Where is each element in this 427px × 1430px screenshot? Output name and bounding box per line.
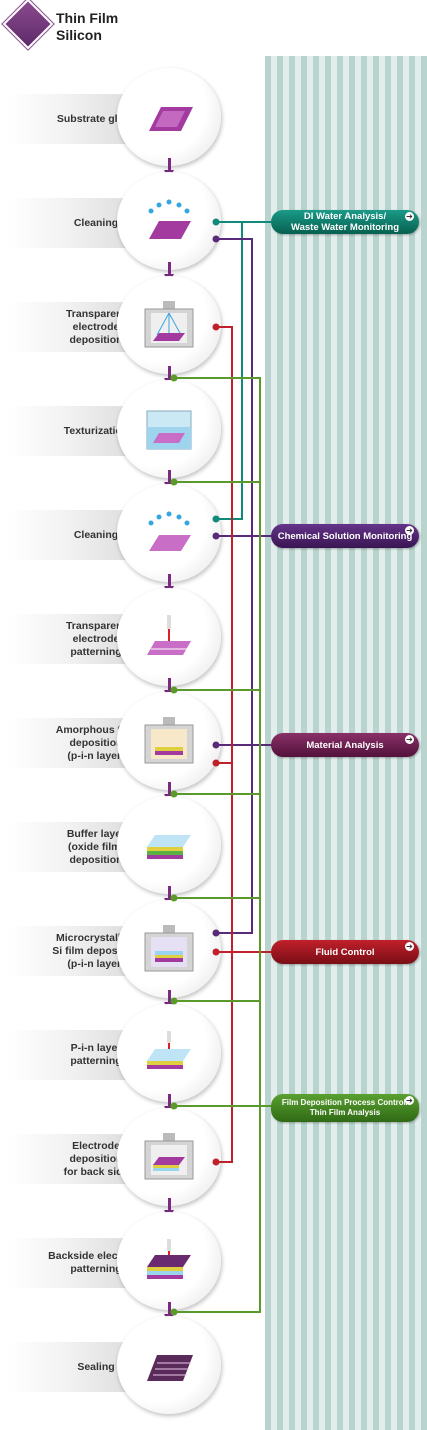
- category-fluid-control-button[interactable]: Fluid Control ➔: [271, 940, 419, 964]
- category-label: Fluid Control: [315, 946, 375, 958]
- page-title: Thin Film Silicon: [56, 10, 119, 43]
- laser-patterning-icon: [147, 1031, 191, 1069]
- laser-patterning-icon: [147, 1239, 191, 1279]
- process-step: Substrate glass: [0, 68, 265, 168]
- arrow-right-icon: ➔: [405, 526, 414, 535]
- step-circle: [117, 796, 221, 894]
- category-label: Material Analysis: [306, 739, 384, 751]
- step-circle: [117, 484, 221, 582]
- deposition-chamber-icon: [144, 301, 194, 348]
- step-label: Transparent electrode patterning: [65, 619, 127, 658]
- arrow-right-icon: ➔: [405, 1096, 414, 1105]
- step-circle: [117, 1212, 221, 1310]
- category-chemical-solution-button[interactable]: Chemical Solution Monitoring ➔: [271, 524, 419, 548]
- process-step: Transparent electrode patterning: [0, 588, 265, 688]
- sealed-module-icon: [147, 1355, 193, 1381]
- process-step: Amorphous film deposition (p-i-n layer): [0, 692, 265, 792]
- process-step: Sealing: [0, 1316, 265, 1416]
- laser-patterning-icon: [147, 615, 191, 655]
- step-circle: [117, 172, 221, 270]
- step-label: Cleaning: [73, 528, 119, 541]
- category-material-analysis-button[interactable]: Material Analysis ➔: [271, 733, 419, 757]
- step-circle: [117, 1108, 221, 1206]
- process-step: Cleaning: [0, 484, 265, 584]
- process-step: Transparent electrode deposition: [0, 276, 265, 376]
- category-film-deposition-button[interactable]: Film Deposition Process Control/ Thin Fi…: [271, 1094, 419, 1122]
- red-connector: [216, 326, 233, 1163]
- arrow-right-icon: ➔: [405, 735, 414, 744]
- step-circle: [117, 68, 221, 166]
- category-label: Film Deposition Process Control/ Thin Fi…: [281, 1098, 409, 1117]
- step-label: Electrode deposition for back side: [63, 1139, 129, 1178]
- process-step: Cleaning: [0, 172, 265, 272]
- step-circle: [117, 1004, 221, 1102]
- step-label: Texturization: [63, 424, 129, 437]
- step-label: Cleaning: [73, 216, 119, 229]
- teal-connector: [216, 221, 243, 520]
- header: Thin Film Silicon: [0, 0, 427, 56]
- category-label: Chemical Solution Monitoring: [277, 530, 413, 542]
- deposition-chamber-icon: [144, 925, 194, 972]
- cleaning-droplets-icon: [148, 511, 191, 551]
- purple-connector: [216, 238, 253, 934]
- category-label: DI Water Analysis/ Waste Water Monitorin…: [290, 211, 400, 233]
- step-circle: [117, 588, 221, 686]
- step-circle: [117, 1316, 221, 1414]
- process-step: P-i-n layer patterning: [0, 1004, 265, 1104]
- glass-substrate-icon: [149, 107, 193, 131]
- category-di-water-button[interactable]: DI Water Analysis/ Waste Water Monitorin…: [271, 210, 419, 234]
- deposition-chamber-icon: [144, 1133, 194, 1180]
- step-circle: [117, 900, 221, 998]
- process-step: Electrode deposition for back side: [0, 1108, 265, 1208]
- connector-dots: [170, 218, 220, 1316]
- step-circle: [117, 692, 221, 790]
- step-label: P-i-n layer patterning: [70, 1042, 122, 1067]
- texturization-bath-icon: [146, 410, 192, 450]
- step-circle: [117, 380, 221, 478]
- arrow-right-icon: ➔: [405, 212, 414, 221]
- process-step: Backside electrode patterning: [0, 1212, 265, 1312]
- step-label: Transparent electrode deposition: [65, 307, 127, 346]
- arrow-right-icon: ➔: [405, 942, 414, 951]
- deposition-chamber-icon: [144, 717, 194, 764]
- process-step: Buffer layer (oxide film) deposition: [0, 796, 265, 896]
- green-connector: [174, 377, 261, 1313]
- process-step: Texturization: [0, 380, 265, 480]
- step-circle: [117, 276, 221, 374]
- process-step: Microcrystalline Si film deposition (p-i…: [0, 900, 265, 1000]
- layer-stack-icon: [147, 835, 191, 859]
- step-label: Sealing: [77, 1360, 115, 1373]
- cleaning-droplets-icon: [148, 199, 191, 239]
